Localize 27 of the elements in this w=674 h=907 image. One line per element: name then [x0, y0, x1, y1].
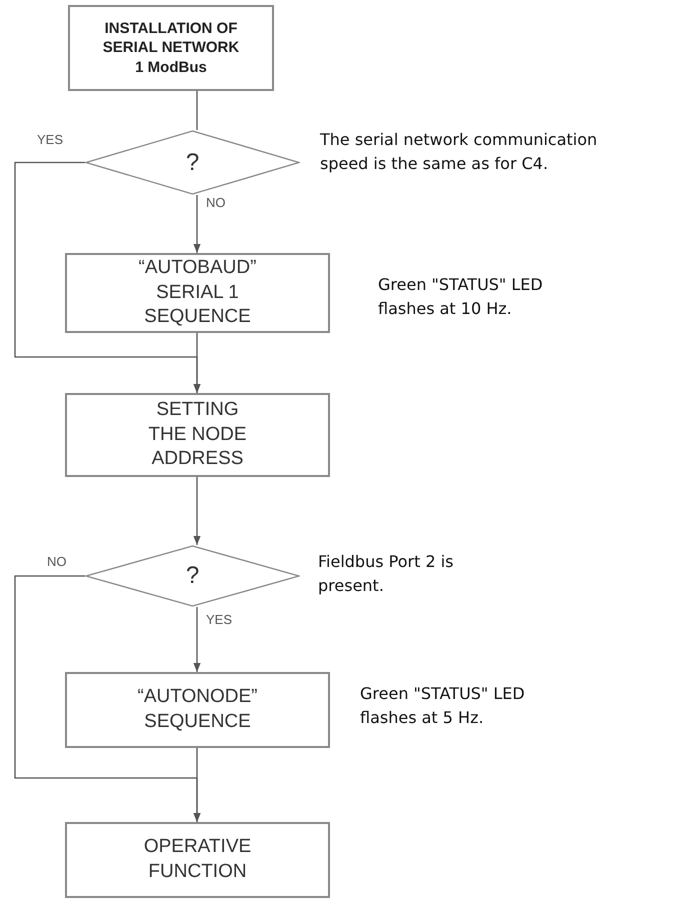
- annotation-text: The serial network communication speed is the same as for C4.: [320, 129, 598, 175]
- process-box: [68, 5, 274, 91]
- annotation-text: Fieldbus Port 2 is present.: [318, 551, 454, 597]
- step-text: OPERATIVE FUNCTION: [142, 835, 252, 884]
- step-text: SETTING THE NODE ADDRESS: [147, 398, 248, 472]
- annotation-text: Green "STATUS" LED flashes at 5 Hz.: [360, 683, 526, 729]
- edge-label: YES: [36, 133, 64, 146]
- step-text: “AUTOBAUD” SERIAL 1 SEQUENCE: [138, 256, 258, 330]
- annotation-text: Green "STATUS" LED flashes at 10 Hz.: [378, 274, 544, 320]
- process-box: [65, 393, 330, 477]
- edge-label: NO: [205, 196, 226, 209]
- connector-arrow: [193, 477, 201, 545]
- process-box: [65, 822, 330, 898]
- step-text: INSTALLATION OF SERIAL NETWORK 1 ModBus: [102, 18, 240, 78]
- process-box: [65, 672, 330, 748]
- question-mark: ?: [186, 561, 200, 591]
- decision-diamond: [85, 130, 300, 195]
- connector-arrow: [193, 195, 201, 253]
- process-box: [65, 253, 330, 333]
- decision-diamond: [85, 545, 300, 607]
- step-text: “AUTONODE” SEQUENCE: [136, 685, 258, 734]
- connector-arrow: [193, 748, 201, 822]
- edge-label: NO: [46, 555, 68, 568]
- edge-label: YES: [205, 613, 234, 626]
- connector-arrow: [193, 607, 201, 672]
- connector-arrow: [193, 333, 201, 393]
- question-mark: ?: [186, 148, 200, 178]
